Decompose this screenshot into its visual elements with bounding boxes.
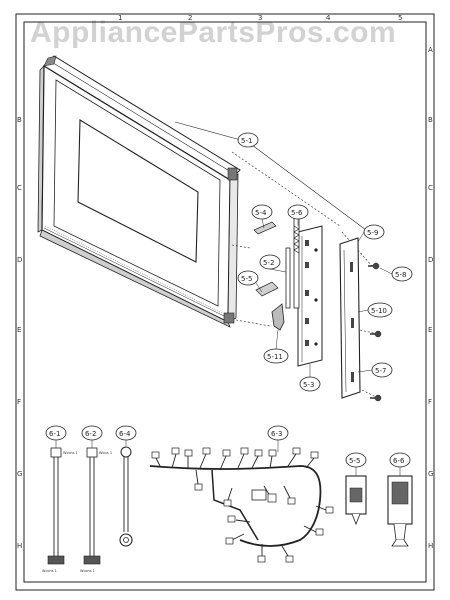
- latch-hook-upper: [253, 221, 277, 235]
- row-label-left-f: F: [17, 398, 21, 406]
- screw-middle: [370, 330, 382, 338]
- callout-5-4: 5-4: [251, 204, 273, 220]
- row-label-right-e: E: [428, 326, 432, 334]
- screw-upper: [368, 262, 380, 270]
- wire-tag-6-1-top: Wcons 1: [63, 451, 78, 455]
- callout-label-6-1: 6-1: [49, 430, 60, 438]
- wire-tag-6-2-top: Wbus 1: [99, 451, 112, 455]
- callout-label-5-6: 5-6: [291, 209, 303, 217]
- callout-5-3: 5-3: [299, 376, 321, 392]
- main-wire-harness-6-3: 6-3: [149, 425, 334, 563]
- row-label-left-g: G: [17, 470, 22, 478]
- latch-cover-6-6: 6-6: [387, 452, 413, 547]
- callout-leaders-upper: [255, 218, 393, 377]
- row-label-left-c: C: [17, 184, 22, 192]
- latch-hook-lower: [255, 281, 279, 297]
- callout-5-7: 5-7: [371, 362, 393, 378]
- callout-label-6-4: 6-4: [119, 430, 131, 438]
- column-label-3: 3: [258, 14, 262, 22]
- row-label-left-h: H: [17, 542, 22, 550]
- callout-5-10: 5-10: [367, 302, 393, 318]
- column-label-2: 2: [188, 14, 192, 22]
- screw-lower: [370, 394, 382, 402]
- row-label-right-c: C: [428, 184, 433, 192]
- callout-5-6: 5-6: [287, 204, 309, 220]
- callout-label-5-7: 5-7: [375, 367, 386, 375]
- inner-frame: [23, 21, 427, 583]
- wire-lead-6-1: 6-1 Wcons 1 Wcons 1: [42, 425, 78, 573]
- callout-5-11: 5-11: [263, 348, 289, 364]
- wire-tag-6-2-bottom: Wcons 1: [80, 569, 95, 573]
- callout-5-8: 5-8: [391, 266, 413, 282]
- row-label-left-d: D: [17, 256, 22, 264]
- callout-label-5-1: 5-1: [241, 137, 252, 145]
- callout-label-6-2: 6-2: [85, 430, 96, 438]
- callout-5-2: 5-2: [259, 254, 281, 270]
- row-label-right-g: G: [428, 470, 433, 478]
- row-label-right-d: D: [428, 256, 433, 264]
- wire-lead-6-4: 6-4: [115, 425, 137, 547]
- wire-tag-6-1-bottom: Wcons 1: [42, 569, 57, 573]
- row-label-left-e: E: [17, 326, 21, 334]
- callout-label-5-5: 5-5: [241, 275, 252, 283]
- callout-5-5: 5-5: [237, 270, 259, 286]
- callout-label-5-4: 5-4: [255, 209, 267, 217]
- outer-frame: [15, 13, 435, 591]
- spring-rod: [293, 217, 300, 309]
- row-label-right-h: H: [428, 542, 433, 550]
- column-label-4: 4: [326, 14, 331, 22]
- latch-rod: [285, 247, 291, 309]
- column-label-1: 1: [118, 14, 122, 22]
- row-label-left-b: B: [17, 116, 22, 124]
- callout-label-6-6: 6-6: [393, 457, 405, 465]
- row-label-right-b: B: [428, 116, 433, 124]
- callout-5-1: 5-1: [237, 132, 259, 148]
- column-label-5: 5: [398, 14, 402, 22]
- callout-label-5-11: 5-11: [267, 353, 283, 361]
- callout-label-5-3: 5-3: [303, 381, 314, 389]
- callout-label-5-2: 5-2: [263, 259, 274, 267]
- callout-label-5-8: 5-8: [395, 271, 406, 279]
- row-label-right-a: A: [428, 46, 433, 54]
- callout-5-9: 5-9: [363, 224, 385, 240]
- choke-cover-strip: [339, 237, 361, 399]
- hinge-plate: [297, 225, 323, 367]
- callout-label-5-5-lower: 5-5: [349, 457, 360, 465]
- door-panel: [37, 55, 241, 328]
- wire-lead-6-2: 6-2 Wbus 1 Wcons 1: [80, 425, 112, 573]
- slot-cover-5-5: 5-5: [345, 452, 367, 526]
- row-label-right-f: F: [428, 398, 432, 406]
- latch-lever: [271, 303, 285, 331]
- callout-label-5-9: 5-9: [367, 229, 378, 237]
- callout-label-5-10: 5-10: [371, 307, 387, 315]
- callout-label-6-3: 6-3: [271, 430, 282, 438]
